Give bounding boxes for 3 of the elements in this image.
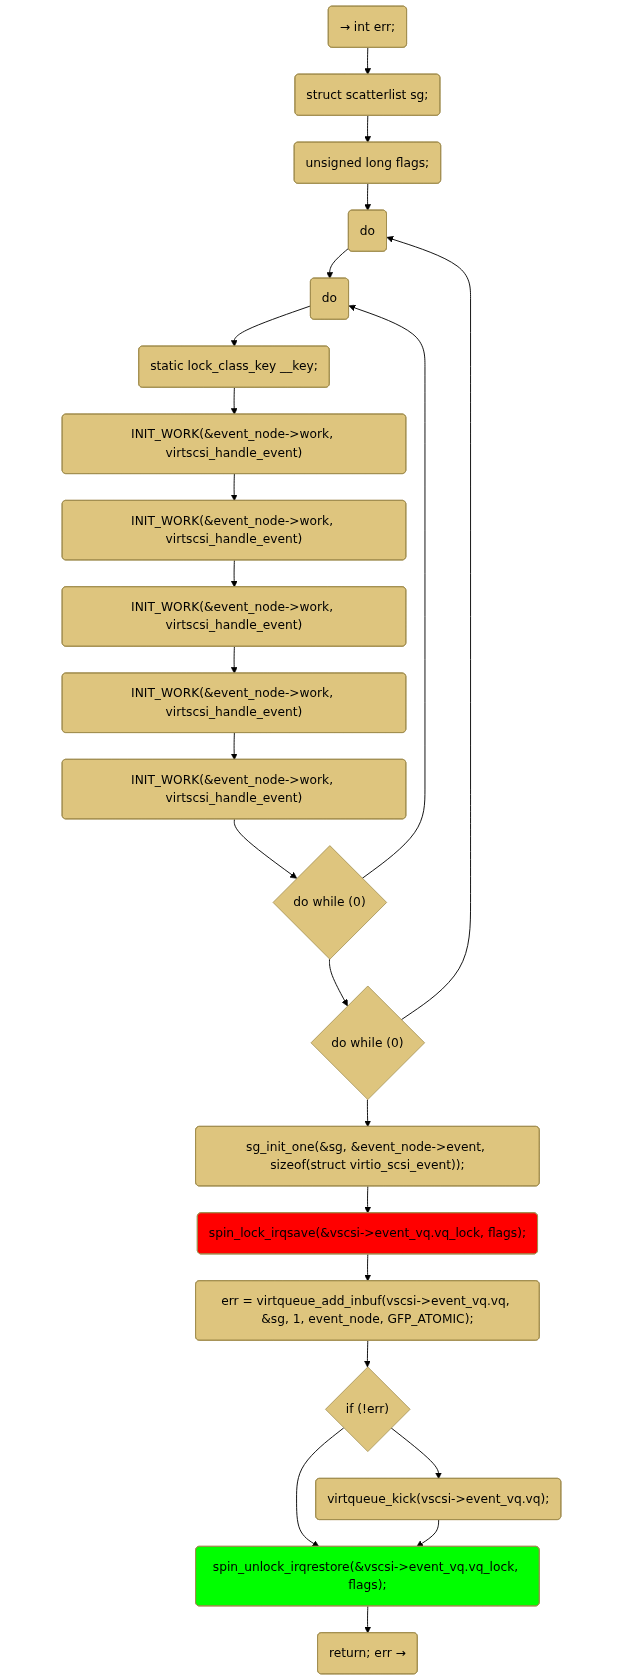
node-diamond: if (!err) <box>324 1366 410 1452</box>
node-diamond: do while (0) <box>310 985 425 1100</box>
node-diamond: do while (0) <box>272 845 387 960</box>
